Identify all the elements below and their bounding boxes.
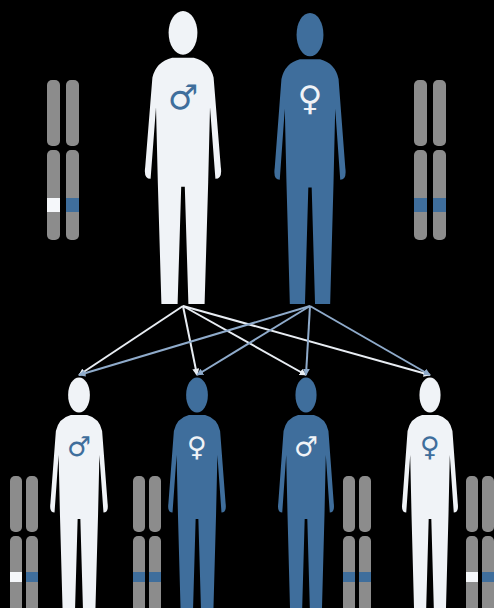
symbol-holder: ♂ [273, 433, 339, 460]
body-silhouette [273, 375, 339, 608]
son-figure: ♂ [45, 375, 113, 608]
inheritance-arrow [197, 306, 310, 375]
daughter-figure: ♀ [163, 375, 231, 608]
mother-figure: ♀ [268, 10, 352, 306]
sex-symbol: ♀ [268, 81, 352, 115]
symbol-holder: ♂ [138, 80, 228, 114]
sex-symbol: ♂ [45, 433, 113, 460]
inheritance-arrow [306, 306, 310, 375]
sex-symbol: ♂ [273, 433, 339, 460]
father-chromosomes [47, 80, 79, 240]
symbol-holder: ♀ [397, 433, 463, 460]
body-silhouette [397, 375, 463, 608]
daughter-figure: ♀ [397, 375, 463, 608]
mother-chromosomes [414, 80, 446, 240]
father-figure: ♂ [138, 8, 228, 306]
inheritance-arrow [183, 306, 430, 375]
body-silhouette [163, 375, 231, 608]
son-figure: ♂ [273, 375, 339, 608]
inheritance-arrow [79, 306, 310, 375]
body-silhouette [138, 8, 228, 306]
symbol-holder: ♀ [163, 433, 231, 460]
symbol-holder: ♂ [45, 433, 113, 460]
sex-symbol: ♀ [397, 433, 463, 460]
inheritance-arrow [310, 306, 430, 375]
sex-symbol: ♀ [163, 433, 231, 460]
inheritance-arrow [79, 306, 183, 375]
body-silhouette [268, 10, 352, 306]
symbol-holder: ♀ [268, 81, 352, 115]
inheritance-arrow [183, 306, 306, 375]
sex-symbol: ♂ [138, 80, 228, 114]
body-silhouette [45, 375, 113, 608]
